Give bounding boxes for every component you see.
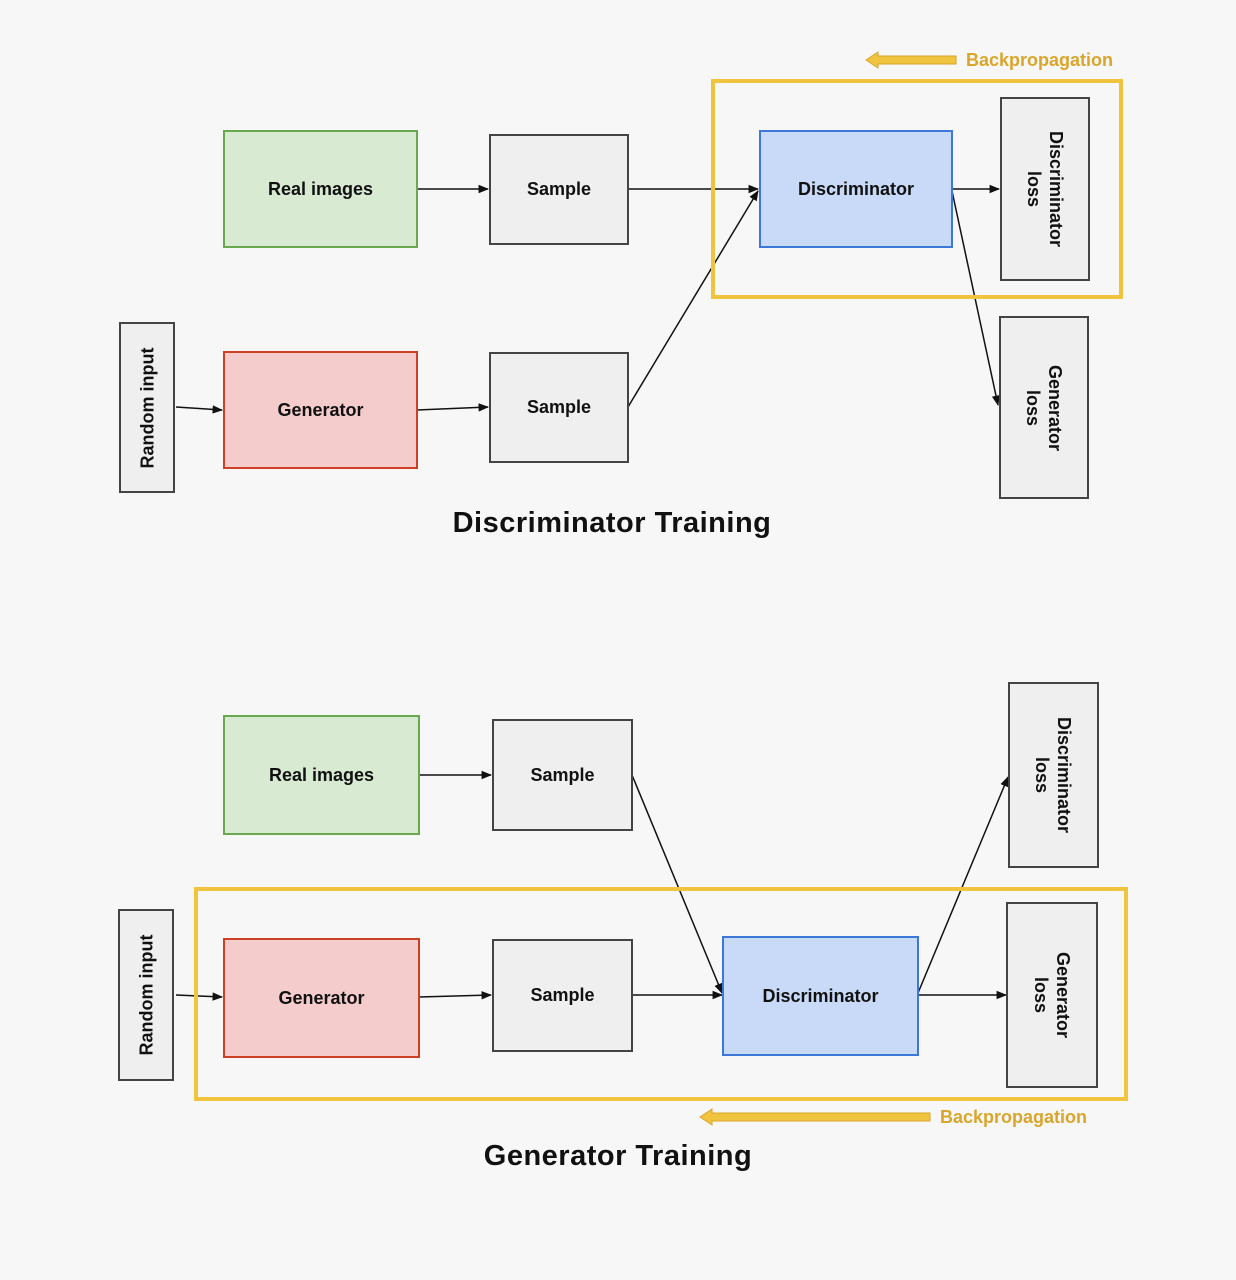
diagram-caption: Discriminator Training [452,507,772,539]
discriminator-label: Discriminator [762,985,879,1006]
generator-label: Generator [277,399,364,420]
random-input-box: Random input [119,322,175,493]
backprop-label: Backpropagation [940,1107,1088,1127]
generator-box: Generator [223,938,420,1058]
diagram-caption: Generator Training [483,1140,753,1172]
discriminator-training-diagram: Backpropagation Random input Real images… [0,0,1236,580]
discriminator-label: Discriminator [797,178,915,199]
backprop-arrow-icon [699,1108,931,1126]
sample-real-label: Sample [530,764,595,785]
generator-loss-label: Generator loss [1022,364,1066,450]
sample-real-box: Sample [489,134,629,245]
sample-fake-label: Sample [530,985,595,1005]
generator-loss-line2: loss [1023,389,1043,426]
generator-label: Generator [278,987,365,1008]
arrow-discriminator-to-disc-loss [917,776,1009,994]
backprop-region [711,79,1123,299]
sample-real-box: Sample [492,719,633,831]
backprop-arrow-icon [865,51,957,69]
discriminator-loss-label: Discriminator loss [1032,717,1076,833]
generator-loss-label: Generator loss [1030,952,1074,1038]
discriminator-loss-line2: loss [1024,170,1045,208]
random-input-label: Random input [136,934,157,1056]
sample-fake-label: Sample [526,397,592,417]
discriminator-loss-box: Discriminator loss [1000,97,1090,281]
discriminator-loss-box: Discriminator loss [1008,682,1099,868]
generator-loss-box: Generator loss [1006,902,1098,1088]
generator-box: Generator [223,351,418,469]
discriminator-box: Discriminator [722,936,919,1056]
generator-loss-line1: Generator [1053,951,1073,1039]
generator-loss-box: Generator loss [999,316,1089,499]
sample-fake-box: Sample [489,352,629,463]
real-images-label: Real images [268,764,375,785]
random-input-label: Random input [137,347,158,468]
real-images-label: Real images [267,178,374,199]
arrow-fake-sample-to-discriminator [627,190,759,408]
arrow-random-to-generator [175,405,224,414]
discriminator-box: Discriminator [759,130,953,248]
discriminator-loss-line2: loss [1032,756,1053,794]
backprop-region [194,887,1128,1101]
sample-fake-box: Sample [492,939,633,1052]
arrow-real-sample-to-discriminator [631,774,723,994]
generator-training-diagram: Backpropagation Random input Real images… [0,640,1236,1240]
random-input-box: Random input [118,909,174,1081]
real-images-box: Real images [223,715,420,835]
real-images-box: Real images [223,130,418,248]
discriminator-loss-line1: Discriminator [1054,716,1075,834]
discriminator-loss-label: Discriminator loss [1023,131,1067,247]
arrow-random-to-generator [175,992,224,1001]
arrow-generator-to-sample [416,403,490,412]
discriminator-loss-line1: Discriminator [1046,130,1067,248]
generator-loss-line2: loss [1031,976,1051,1014]
arrow-generator-to-sample [418,991,493,1000]
bottom-connectors [175,770,1009,1001]
sample-real-label: Sample [526,179,592,199]
backprop-label: Backpropagation [966,50,1114,70]
generator-loss-line1: Generator [1045,364,1065,451]
